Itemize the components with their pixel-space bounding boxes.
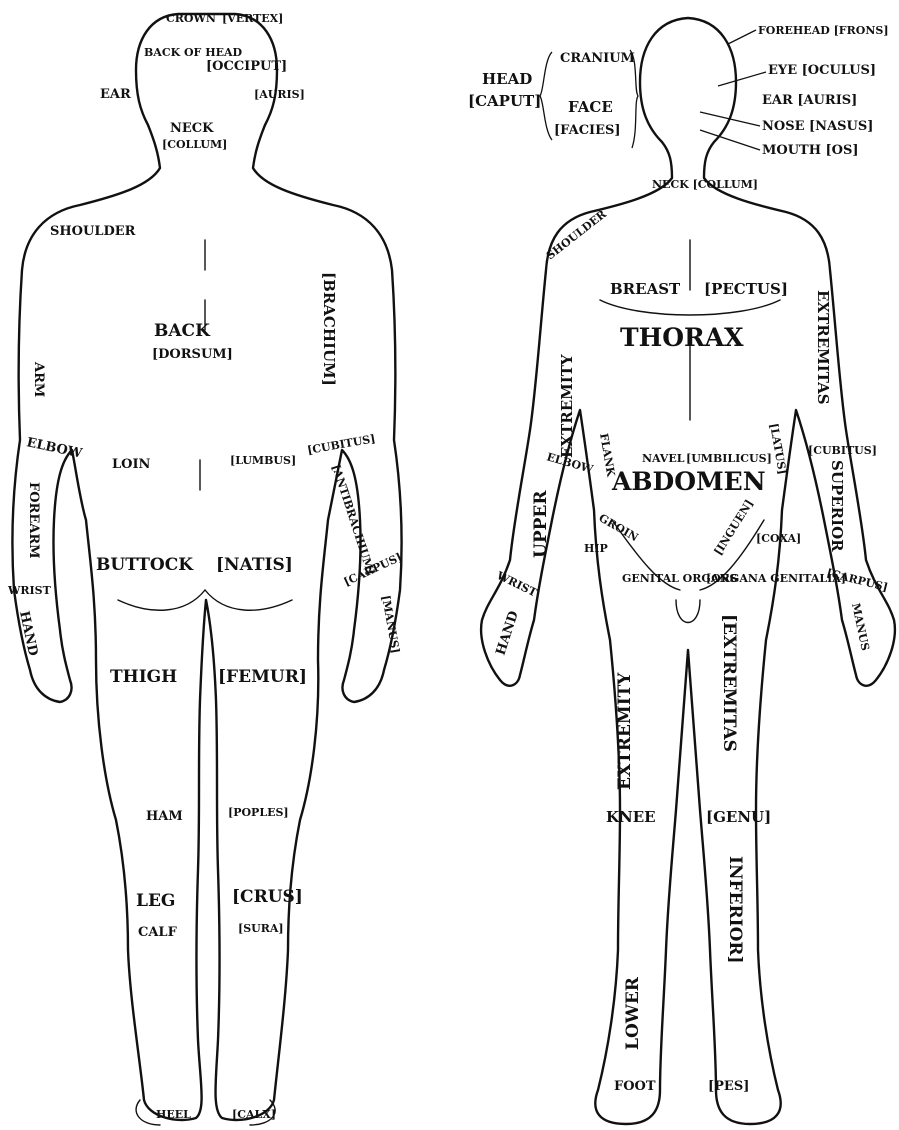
label-pes: [PES] — [708, 1079, 749, 1094]
label-face: FACE — [568, 98, 613, 116]
label-collum-back: [COLLUM] — [162, 138, 227, 151]
label-natis: [NATIS] — [216, 555, 293, 575]
label-facies: [FACIES] — [554, 123, 621, 138]
label-carpus-back: [CARPUS] — [342, 550, 404, 588]
label-auris-back: [AURIS] — [254, 88, 305, 101]
label-calf: CALF — [138, 925, 178, 940]
label-forearm: FOREARM — [26, 482, 41, 559]
label-pectus: [PECTUS] — [704, 280, 788, 298]
label-cubitus-front: [CUBITUS] — [808, 444, 877, 457]
label-elbow-back: ELBOW — [25, 435, 83, 461]
label-knee: KNEE — [606, 808, 656, 826]
label-back: BACK — [154, 321, 211, 341]
label-femur: [FEMUR] — [218, 667, 307, 687]
label-forehead: FOREHEAD [FRONS] — [758, 24, 889, 37]
label-loin: LOIN — [112, 457, 151, 472]
label-calx: [CALX] — [232, 1108, 276, 1121]
label-back-of-head: BACK OF HEAD — [144, 46, 243, 59]
label-antebrachium: [ANTIBRACHIUM] — [329, 463, 377, 577]
label-eye: EYE [OCULUS] — [768, 63, 876, 78]
label-hand-front: HAND — [494, 609, 522, 657]
label-manus-front: MANUS — [849, 602, 872, 652]
label-shoulder-back: SHOULDER — [50, 224, 136, 239]
label-heel: HEEL — [156, 1108, 191, 1121]
label-foot: FOOT — [614, 1079, 656, 1094]
label-coxa: [COXA] — [756, 532, 801, 545]
label-brachium: [BRACHIUM] — [320, 272, 338, 386]
label-umbilicus: [UMBILICUS] — [686, 452, 772, 465]
label-occiput: [OCCIPUT] — [206, 59, 287, 74]
label-extremitas-inferior-1: [EXTREMITAS — [719, 614, 739, 752]
label-lower-extremity-1: EXTREMITY — [615, 672, 635, 790]
label-leg: LEG — [136, 891, 175, 911]
label-ham: HAM — [146, 809, 183, 824]
label-dorsum: [DORSUM] — [152, 347, 233, 362]
label-cranium: CRANIUM — [560, 51, 635, 66]
label-inguen: [INGUEN] — [712, 497, 756, 557]
label-lower-extremity-2: LOWER — [623, 976, 643, 1050]
label-thigh: THIGH — [110, 667, 177, 687]
label-crus: [CRUS] — [232, 887, 303, 907]
label-abdomen: ABDOMEN — [611, 467, 766, 496]
label-buttock: BUTTOCK — [96, 555, 194, 575]
label-arm-back: ARM — [31, 361, 46, 397]
label-crown: CROWN — [166, 12, 216, 25]
label-hand-back: HAND — [16, 610, 40, 658]
label-mouth: MOUTH [OS] — [762, 143, 859, 158]
label-upper-extremity-2: UPPER — [531, 490, 551, 558]
label-extremitas-inferior-2: INFERIOR] — [725, 856, 745, 964]
label-neck-back: NECK — [170, 121, 214, 136]
label-vertex: [VERTEX] — [222, 12, 283, 25]
label-sura: [SURA] — [238, 922, 284, 935]
label-poples: [POPLES] — [228, 806, 289, 819]
label-shoulder-front: SHOULDER — [544, 207, 610, 262]
label-latus: [LATUS] — [767, 422, 789, 475]
label-breast: BREAST — [610, 280, 681, 298]
label-neck-front: NECK [COLLUM] — [652, 178, 758, 191]
label-hip: HIP — [584, 542, 608, 555]
label-upper-extremity-1: EXTREMITY — [558, 354, 576, 458]
label-ear-back: EAR — [100, 87, 131, 102]
label-nose: NOSE [NASUS] — [762, 119, 873, 134]
label-thorax: THORAX — [620, 323, 744, 352]
label-navel: NAVEL — [642, 452, 685, 465]
back-view-figure — [12, 14, 401, 1125]
label-ear-front: EAR [AURIS] — [762, 93, 857, 108]
label-groin: GROIN — [597, 511, 641, 544]
label-head: HEAD — [482, 70, 532, 88]
label-extremitas-superior-1: EXTREMITAS — [814, 290, 832, 405]
label-lumbus: [LUMBUS] — [230, 454, 296, 467]
label-organa-genitalia: [ORGANA GENITALIA] — [706, 572, 846, 585]
label-genu: [GENU] — [706, 808, 771, 826]
label-extremitas-superior-2: SUPERIOR — [828, 460, 846, 552]
label-wrist-back: WRIST — [7, 584, 52, 597]
label-caput: [CAPUT] — [468, 92, 541, 110]
